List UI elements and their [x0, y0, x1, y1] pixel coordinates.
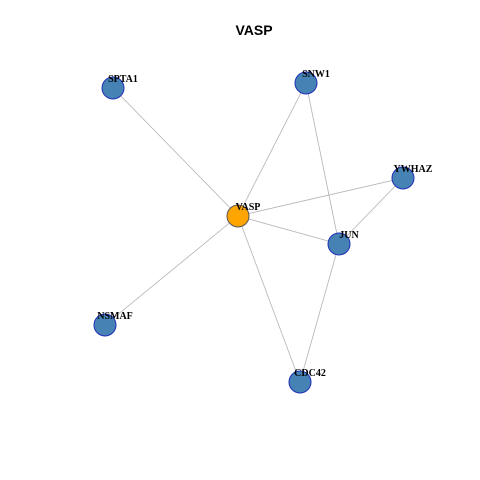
- graph-title: VASP: [235, 22, 272, 38]
- node-label-cdc42: CDC42: [294, 368, 326, 379]
- edge-vasp-nsmaf: [104, 215, 239, 326]
- node-cdc42[interactable]: [288, 370, 312, 394]
- edge-layer: [104, 82, 404, 383]
- node-label-nsmaf: NSMAF: [97, 311, 133, 322]
- edge-snw1-jun: [305, 82, 340, 245]
- edge-ywhaz-jun: [338, 177, 404, 245]
- node-label-spta1: SPTA1: [108, 74, 138, 85]
- edge-vasp-jun: [237, 215, 340, 245]
- node-layer: [93, 71, 415, 394]
- node-nsmaf[interactable]: [93, 313, 117, 337]
- edge-vasp-ywhaz: [237, 177, 404, 217]
- node-label-jun: JUN: [339, 230, 359, 241]
- edge-vasp-cdc42: [237, 215, 301, 383]
- edge-jun-cdc42: [299, 243, 340, 383]
- node-label-snw1: SNW1: [302, 69, 330, 80]
- edge-vasp-snw1: [237, 82, 307, 217]
- node-jun[interactable]: [327, 232, 351, 256]
- node-label-ywhaz: YWHAZ: [394, 164, 433, 175]
- node-ywhaz[interactable]: [391, 166, 415, 190]
- edge-vasp-spta1: [112, 87, 239, 217]
- node-snw1[interactable]: [294, 71, 318, 95]
- node-spta1[interactable]: [101, 76, 125, 100]
- node-vasp[interactable]: [226, 204, 250, 228]
- node-label-vasp: VASP: [236, 202, 261, 213]
